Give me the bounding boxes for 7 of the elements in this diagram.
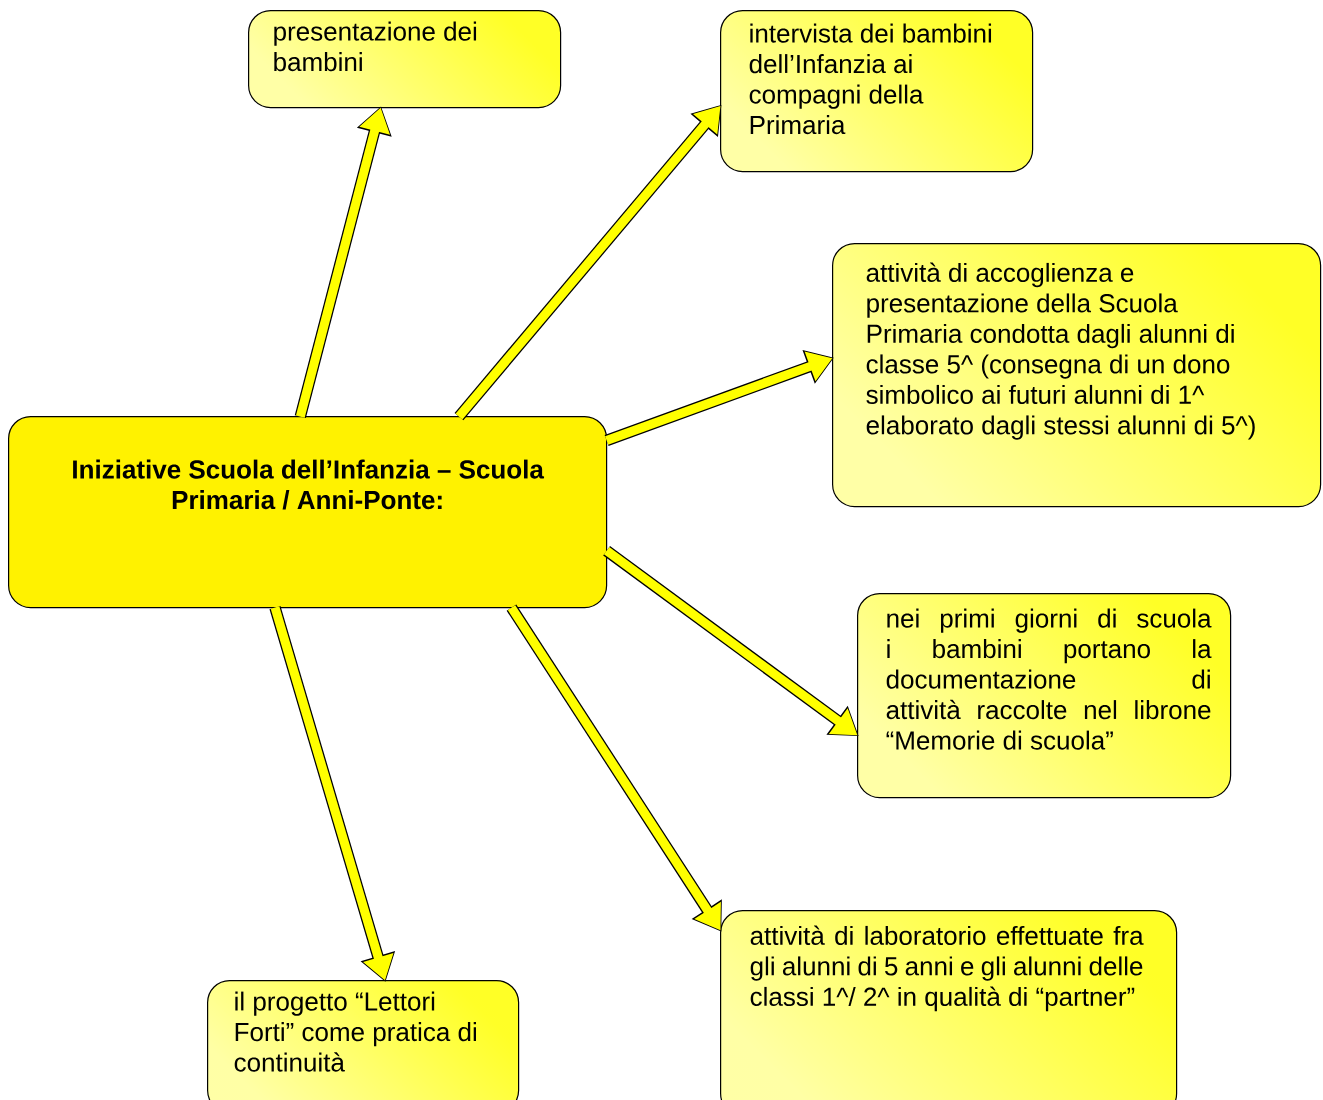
text-box: attività di accoglienza e presentazione della Scuola Primaria condotta dagli alunni di classe 5^ (consegna di un dono simbolico ai futuri alunni di 1^ elaborato dagli stessi alunni di 5^): [832, 243, 1322, 508]
text-box: attività di laboratorio effettuate fra gli alunni di 5 anni e gli alunni delle classi 1^/ 2^ in qualità di “partner”: [720, 910, 1178, 1100]
text-box: presentazione dei bambini: [248, 10, 562, 109]
text-box: il progetto “Lettori Forti” come pratica di continuità: [207, 980, 520, 1100]
title-box: Iniziative Scuola dell’Infanzia – Scuola Primaria / Anni-Ponte:: [8, 416, 608, 609]
text-box: intervista dei bambini dell’Infanzia ai compagni della Primaria: [720, 10, 1034, 173]
text-box: nei primi giorni di scuola i bambini portano la documentazione di attività raccolte nel librone “Memorie di scuola”: [857, 593, 1232, 799]
